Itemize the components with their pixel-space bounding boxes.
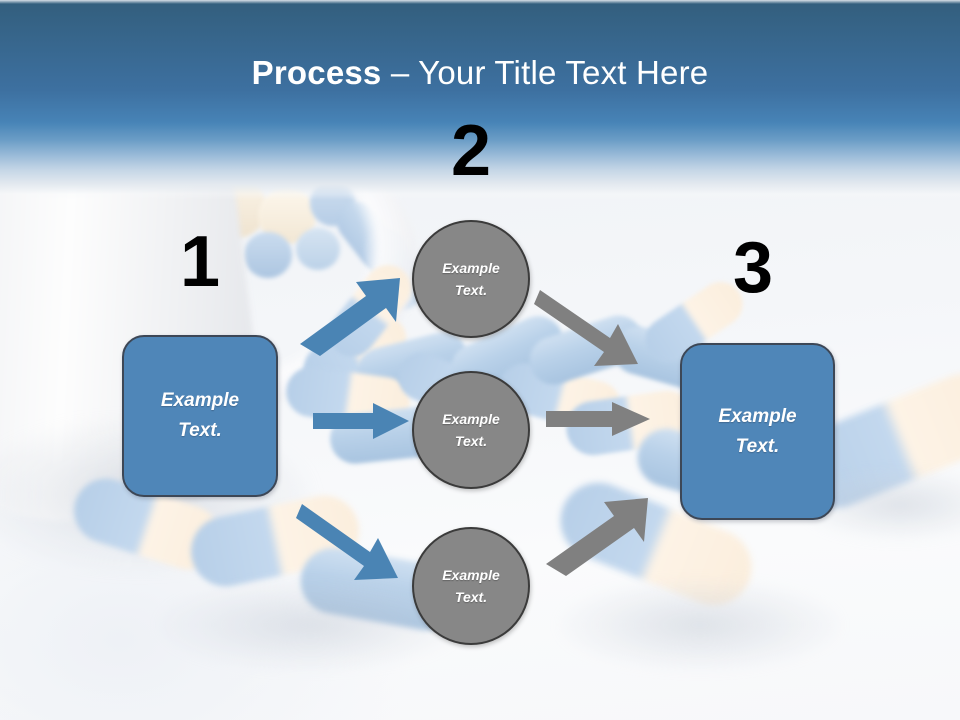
step-number-3: 3 [732,228,774,308]
step-number-1: 1 [179,222,221,302]
capsule-shadow [560,580,840,670]
capsule-shadow [160,580,460,670]
process-box-left-label: Example Text. [160,390,240,441]
arrow-box1-to-circle-bottom [296,504,398,580]
process-circle-middle-label: Example Text. [442,411,500,449]
process-box-right-label: Example Text. [718,405,797,457]
process-circle-bottom[interactable]: Example Text. [412,527,530,645]
arrow-circle-bottom-to-box3 [546,498,648,576]
process-circle-top[interactable]: Example Text. [412,220,530,338]
arrow-circle-middle-to-box3 [546,402,650,436]
process-circle-middle[interactable]: Example Text. [412,371,530,489]
header-banner [0,0,960,200]
arrow-box1-to-circle-middle [313,403,409,439]
process-box-right[interactable]: Example Text. [680,343,835,520]
process-circle-top-label: Example Text. [442,260,500,298]
page-title-bold-part: Process [251,54,382,91]
arrow-circle-top-to-box3 [534,290,638,366]
arrow-box1-to-circle-top [300,278,400,356]
page-title: Process – Your Title Text Here [0,52,960,94]
page-title-rest: – Your Title Text Here [381,54,709,91]
step-number-2: 2 [450,111,492,191]
process-circle-bottom-label: Example Text. [442,567,500,605]
process-box-left[interactable]: Example Text. [122,335,278,497]
